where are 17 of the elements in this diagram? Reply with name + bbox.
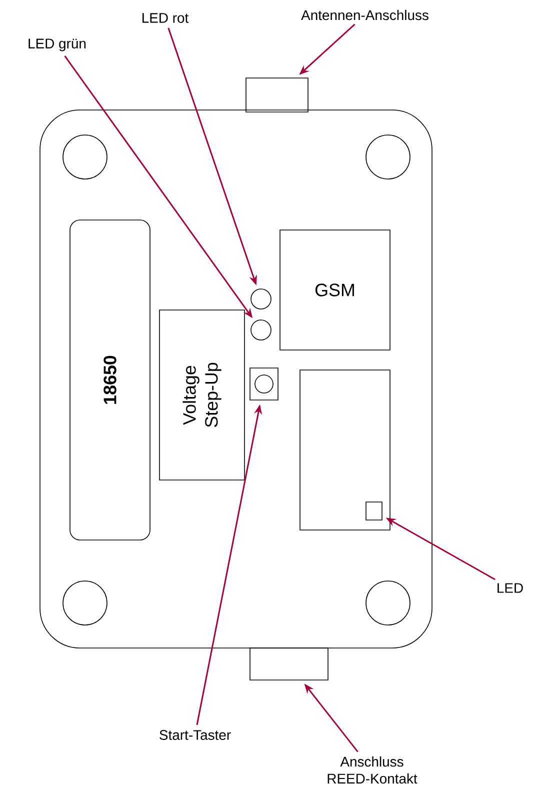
led — [250, 288, 272, 310]
led — [250, 320, 272, 340]
battery-holder: 18650 — [70, 220, 150, 540]
callout-label: LED — [498, 583, 523, 593]
gsm-module: GSM — [280, 230, 390, 350]
converter-module: Voltage Step-Up — [159, 310, 245, 480]
reed-connector — [250, 648, 328, 680]
callout-label: LED grün — [28, 38, 86, 52]
board-outline — [40, 110, 432, 648]
callout-label: Antennen-Anschluss — [301, 10, 428, 20]
push-button — [250, 368, 278, 400]
callout-label: Anschluss REED-Kontakt — [328, 756, 418, 784]
antenna-connector — [246, 78, 308, 112]
callout-label: Start-Taster — [160, 730, 231, 740]
callout-label: LED rot — [142, 13, 189, 23]
led — [366, 502, 382, 520]
microcontroller-board — [300, 370, 390, 530]
